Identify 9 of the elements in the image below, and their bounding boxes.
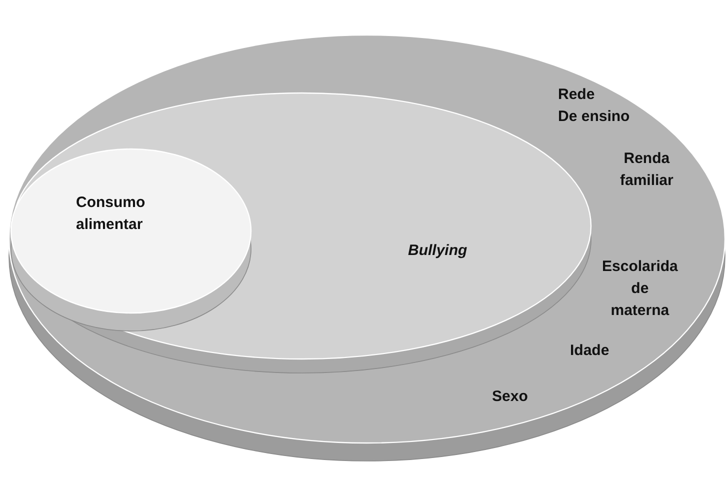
ellipse-region bbox=[8, 34, 726, 462]
region-label: Escolarida de materna bbox=[602, 257, 678, 321]
region-label: Sexo bbox=[492, 387, 528, 407]
region-label: Rede De ensino bbox=[558, 85, 630, 127]
region-label: Idade bbox=[570, 341, 610, 361]
region-label: Renda familiar bbox=[620, 149, 674, 191]
region-label: Bullying bbox=[408, 241, 468, 261]
ellipse-region bbox=[10, 148, 252, 332]
region-label: Consumo alimentar bbox=[76, 193, 146, 235]
